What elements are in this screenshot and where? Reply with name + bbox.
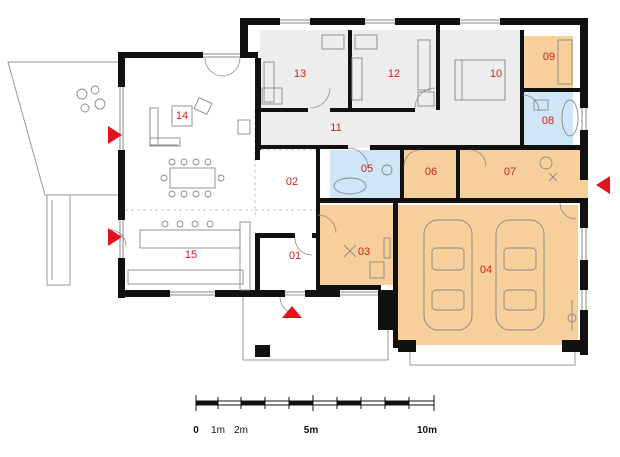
room-label-07: 07 — [504, 166, 516, 178]
room-label-01: 01 — [289, 250, 301, 262]
zone-lines — [125, 110, 318, 215]
room-label-14: 14 — [176, 110, 188, 122]
triangle-arrow-icon — [596, 176, 610, 194]
floor-13 — [260, 30, 350, 110]
dining-table-icon — [160, 158, 225, 198]
scale-bar: 0 1m 2m 5m 10m — [193, 395, 437, 436]
room-labels: 01 02 03 04 05 06 07 08 09 10 11 12 13 1… — [176, 51, 555, 276]
scale-label-2m: 2m — [234, 425, 248, 436]
room-label-11: 11 — [330, 122, 341, 134]
floor-04 — [396, 205, 578, 345]
car-icon — [495, 219, 545, 331]
floors — [260, 30, 588, 345]
room-label-09: 09 — [543, 51, 555, 63]
room-label-13: 13 — [294, 68, 306, 80]
room-label-02: 02 — [286, 176, 298, 188]
floor-06 — [403, 150, 458, 200]
bed-icon — [454, 59, 506, 101]
floor-07 — [458, 150, 588, 198]
floor-10 — [438, 30, 523, 146]
floor-03 — [318, 205, 396, 285]
car-icon — [423, 219, 473, 331]
room-label-08: 08 — [542, 115, 554, 127]
windows — [119, 19, 587, 310]
scale-label-0: 0 — [193, 425, 199, 436]
entrance-arrows — [108, 126, 610, 318]
room-label-10: 10 — [490, 68, 502, 80]
door-swings — [109, 57, 577, 315]
floor-09 — [523, 36, 573, 88]
room-label-05: 05 — [361, 163, 373, 175]
furniture — [76, 34, 579, 331]
floor-11 — [260, 110, 438, 148]
sofa-icon — [149, 107, 181, 147]
floor-12 — [350, 30, 440, 110]
bathtub-icon — [333, 177, 367, 195]
triangle-arrow-icon — [282, 306, 302, 318]
walls — [118, 18, 588, 357]
scale-label-1m: 1m — [211, 425, 225, 436]
triangle-arrow-icon — [108, 228, 122, 246]
scale-label-5m: 5m — [304, 425, 319, 436]
scale-label-10m: 10m — [417, 425, 437, 436]
triangle-arrow-icon — [108, 126, 122, 144]
room-label-06: 06 — [425, 166, 437, 178]
room-label-04: 04 — [480, 264, 492, 276]
room-label-03: 03 — [358, 246, 370, 258]
room-label-15: 15 — [185, 249, 197, 261]
room-label-12: 12 — [388, 68, 400, 80]
